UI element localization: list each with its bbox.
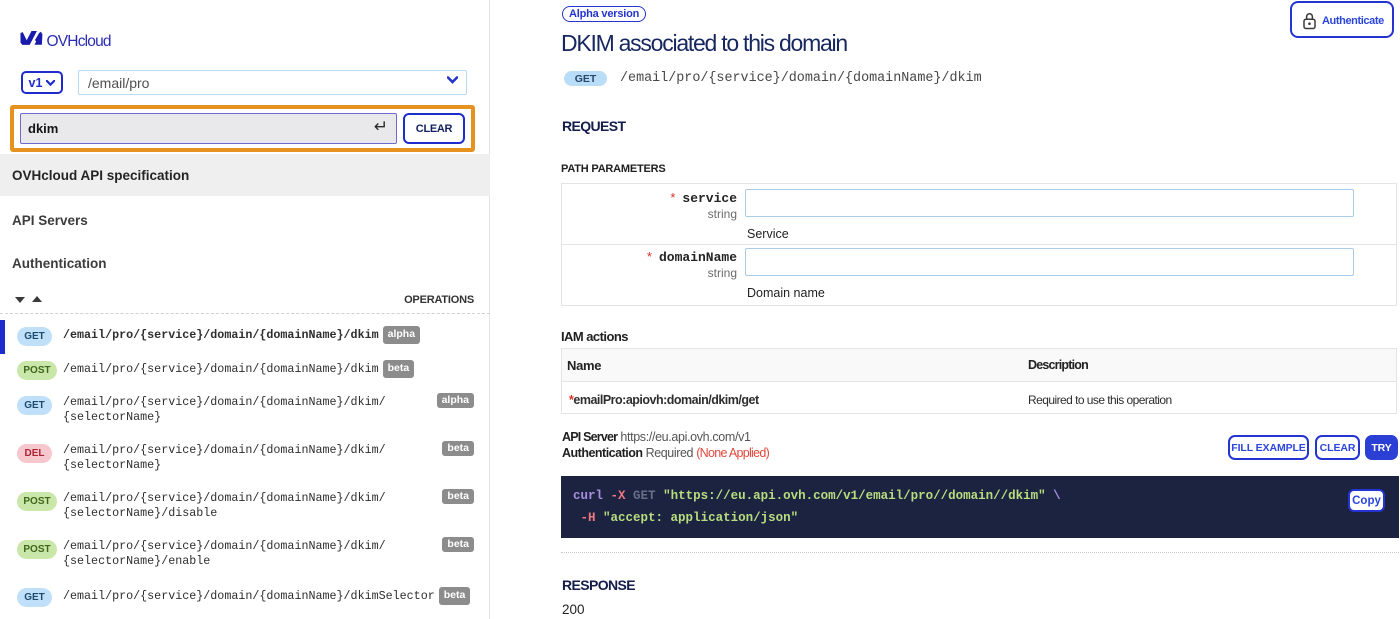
svg-text:OVHcloud: OVHcloud [47, 33, 111, 50]
